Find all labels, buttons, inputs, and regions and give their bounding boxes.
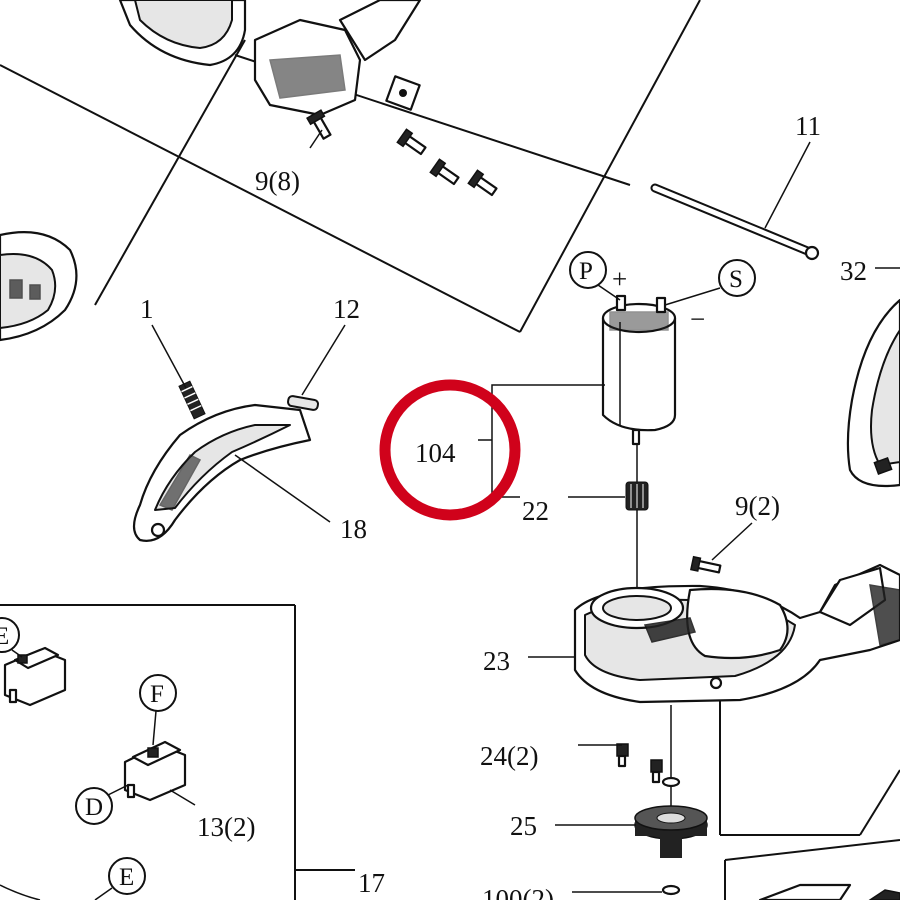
terminal-p-label: P <box>579 258 593 285</box>
screws-9-8 <box>306 109 498 197</box>
terminal-f-marker <box>139 674 177 712</box>
screws-24-2 <box>616 743 681 788</box>
plus-sign: + <box>612 264 627 294</box>
spring-1 <box>178 380 206 420</box>
terminal-d-label: D <box>85 794 103 821</box>
gear-25 <box>634 805 708 896</box>
terminal-e-label-top: E <box>0 623 9 650</box>
handle-housing-top <box>118 0 422 117</box>
trigger-18 <box>132 403 312 542</box>
pin-12 <box>286 395 320 411</box>
terminal-p-marker <box>569 251 607 289</box>
switch-e-top <box>3 646 67 707</box>
terminal-d-marker <box>75 787 113 825</box>
lower-housing-fragment <box>758 883 900 900</box>
callout-32: 32 <box>840 256 867 286</box>
screw-9-2 <box>690 555 722 574</box>
callout-13-2: 13(2) <box>197 812 255 842</box>
callout-1: 1 <box>140 294 154 324</box>
callout-17: 17 <box>358 868 385 898</box>
terminal-s-label: S <box>729 266 743 293</box>
callout-18: 18 <box>340 514 367 544</box>
callout-9-2: 9(2) <box>735 491 780 521</box>
callout-100-2: 100(2) <box>482 884 554 900</box>
callout-11: 11 <box>795 111 821 141</box>
gear-housing-23 <box>573 563 900 704</box>
rod-11 <box>650 183 820 261</box>
terminal-e-label-bottom: E <box>119 864 134 891</box>
minus-sign: − <box>690 304 705 334</box>
pinion-gear-22 <box>625 481 649 511</box>
callout-9-8: 9(8) <box>255 166 300 196</box>
battery-housing-left <box>0 231 78 342</box>
terminal-e-marker-bottom <box>108 857 146 895</box>
callout-22: 22 <box>522 496 549 526</box>
callout-24-2: 24(2) <box>480 741 538 771</box>
housing-32 <box>846 298 900 488</box>
terminal-e-marker-top <box>0 617 20 653</box>
motor-104 <box>601 294 677 446</box>
callout-104: 104 <box>415 438 456 468</box>
callout-25: 25 <box>510 811 537 841</box>
microswitch-13 <box>123 740 187 802</box>
callout-23: 23 <box>483 646 510 676</box>
terminal-s-marker <box>718 259 756 297</box>
motor-bracket-line <box>491 384 605 498</box>
terminal-f-label: F <box>150 681 164 708</box>
callout-12: 12 <box>333 294 360 324</box>
highlight-circle <box>379 379 521 521</box>
